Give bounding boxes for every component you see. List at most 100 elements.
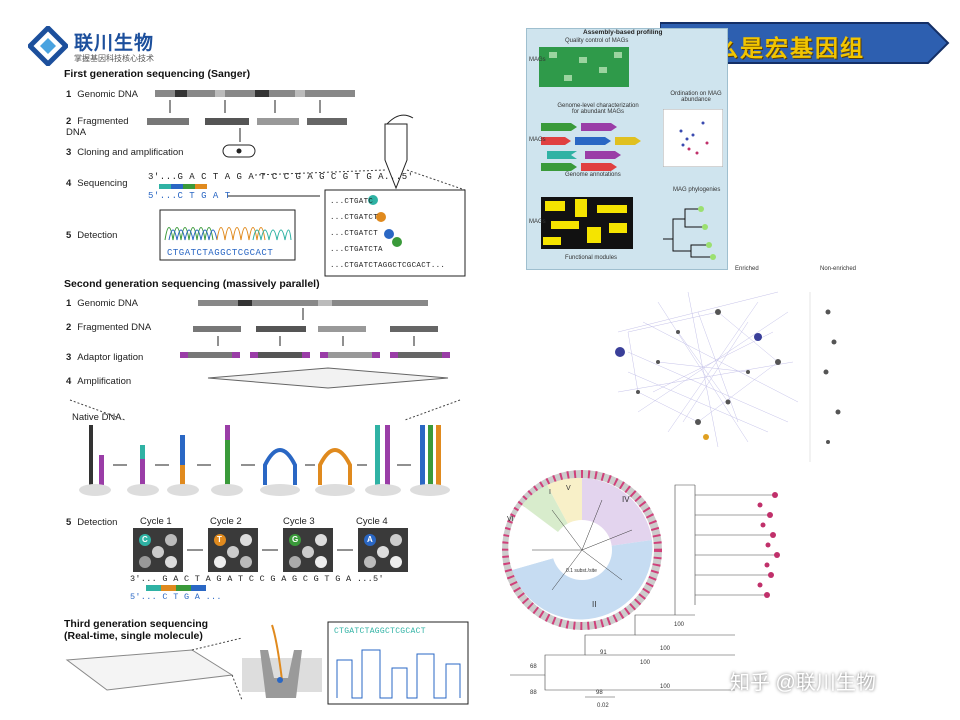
bootstrap-label: 100 (660, 684, 671, 690)
mag-phylogeny (663, 206, 716, 260)
rectangular-phylogeny (510, 484, 780, 698)
chromatogram-trace (164, 227, 292, 241)
circular-phylogeny (502, 470, 662, 630)
first-gen-seq-bottom: 5'...C T G A T (148, 191, 231, 201)
ordination-plot (663, 109, 723, 167)
cycle-4-label: Cycle 4 (356, 516, 388, 527)
cluster-bases (79, 484, 450, 496)
logo-tagline: 掌握基因科技核心技术 (74, 54, 154, 63)
readout-line: ...CTGATCTAGGCTCGCACT... (330, 262, 446, 270)
third-gen-diagram (65, 621, 469, 705)
cycle-panel (133, 528, 183, 572)
base-dot-G (392, 237, 402, 247)
second-gen-color-bar (146, 585, 206, 591)
readout-line: ...CTGATCT (330, 214, 379, 222)
third-gen-title-line2: (Real-time, single molecule) (64, 630, 203, 642)
profiling-title: Assembly-based profiling (583, 29, 663, 36)
dna-fragments (147, 118, 347, 125)
bootstrap-label: 88 (530, 690, 537, 696)
cluster-amplification-diagram (69, 399, 461, 496)
clade-label-V: V (566, 485, 571, 492)
zmw-well-icon (242, 624, 322, 698)
third-gen-trace-box (327, 621, 469, 705)
second-gen-diagram (180, 300, 450, 389)
profiling-panel: Assembly-based profiling Quality control… (526, 28, 728, 270)
test-tube-icon (384, 114, 414, 190)
mags-axis-label-3: MAGs (529, 219, 546, 225)
cycle-panel (283, 528, 333, 572)
cycle-panel (208, 528, 258, 572)
cycle-panels (133, 528, 408, 572)
tree-scale-label: 0.02 (597, 703, 609, 709)
genomic-dna-bar (155, 90, 355, 97)
bootstrap-label: 68 (530, 664, 537, 670)
native-dna-label: Native DNA (72, 412, 122, 423)
clade-label-II: II (592, 600, 597, 609)
network-label-right: Non-enriched (820, 266, 857, 272)
func-label: Functional modules (565, 255, 618, 261)
cluster-strands (89, 425, 441, 485)
readout-list: ...CTGATC ...CTGATCT ...CTGATCT ...CTGAT… (330, 194, 445, 274)
bootstrap-label: 91 (600, 650, 607, 656)
cycle-panel (358, 528, 408, 572)
base-dot-A (384, 229, 394, 239)
qc-label: Quality control of MAGs (565, 38, 629, 44)
mags-axis-label-1: MAGs (529, 57, 546, 63)
bootstrap-label: 100 (674, 622, 685, 628)
primer-bar (159, 184, 207, 189)
bootstrap-label: 98 (596, 690, 603, 696)
logo-diamond-icon (28, 26, 68, 66)
first-gen-trace-seq: CTGATCTAGGCTCGCACT (167, 248, 274, 258)
cycle-letter-4: A (367, 535, 373, 544)
gene-arrows (541, 123, 641, 171)
second-gen-seq-bottom: 5'... C T G A ... (130, 592, 222, 602)
chromatogram-box (159, 209, 296, 261)
mags-axis-label-2: MAGs (529, 137, 546, 143)
cycle-letter-3: G (292, 535, 299, 544)
char-label: Genome-level characterization for abunda… (557, 103, 639, 115)
readout-line: ...CTGATCT (330, 230, 379, 238)
cycle-letter-1: C (142, 535, 148, 544)
annot-label: Genome annotations (565, 172, 621, 178)
third-gen-trace (336, 649, 461, 699)
third-gen-title-line1: Third generation sequencing (64, 618, 209, 630)
tree-tip-markers (757, 492, 780, 598)
second-gen-seq-top: 3'... G A C T A G A T C C G A G C G T G … (130, 574, 384, 584)
functional-heatmap (541, 197, 633, 249)
qc-grid (539, 47, 629, 87)
second-gen-title: Second generation sequencing (massively … (64, 278, 320, 290)
clade-label-IV: IV (622, 495, 630, 504)
readout-line: ...CTGATCTA (330, 246, 383, 254)
first-gen-title: First generation sequencing (Sanger) (64, 68, 251, 80)
cycle-letter-2: T (217, 535, 222, 544)
base-dot-T (376, 212, 386, 222)
adaptor-fragments (180, 352, 450, 358)
flowcell-plane (207, 367, 449, 389)
ordination-label: Ordination on MAG abundance (670, 91, 722, 103)
cycle-3-label: Cycle 3 (283, 516, 315, 527)
logo: 联川生物 掌握基因科技核心技术 (28, 26, 198, 66)
network-label-left: Enriched (735, 266, 759, 272)
bootstrap-label: 100 (660, 646, 671, 652)
network-nodes (636, 309, 781, 425)
fragment-arrows (169, 100, 321, 113)
watermark: 知乎 @联川生物 (730, 672, 876, 694)
clade-label-VI: VI (507, 516, 514, 523)
logo-name: 联川生物 (74, 33, 155, 54)
clade-label-I: I (549, 489, 551, 496)
base-dot-C (368, 195, 378, 205)
first-gen-seq-top: 3'...G A C T A G A T C C G A G C G T G A… (148, 172, 414, 182)
third-gen-trace-seq: CTGATCTAGGCTCGCACT (334, 627, 426, 636)
circular-tree-scale: 0.1 subst./site (566, 568, 597, 574)
cycle-1-label: Cycle 1 (140, 516, 172, 527)
